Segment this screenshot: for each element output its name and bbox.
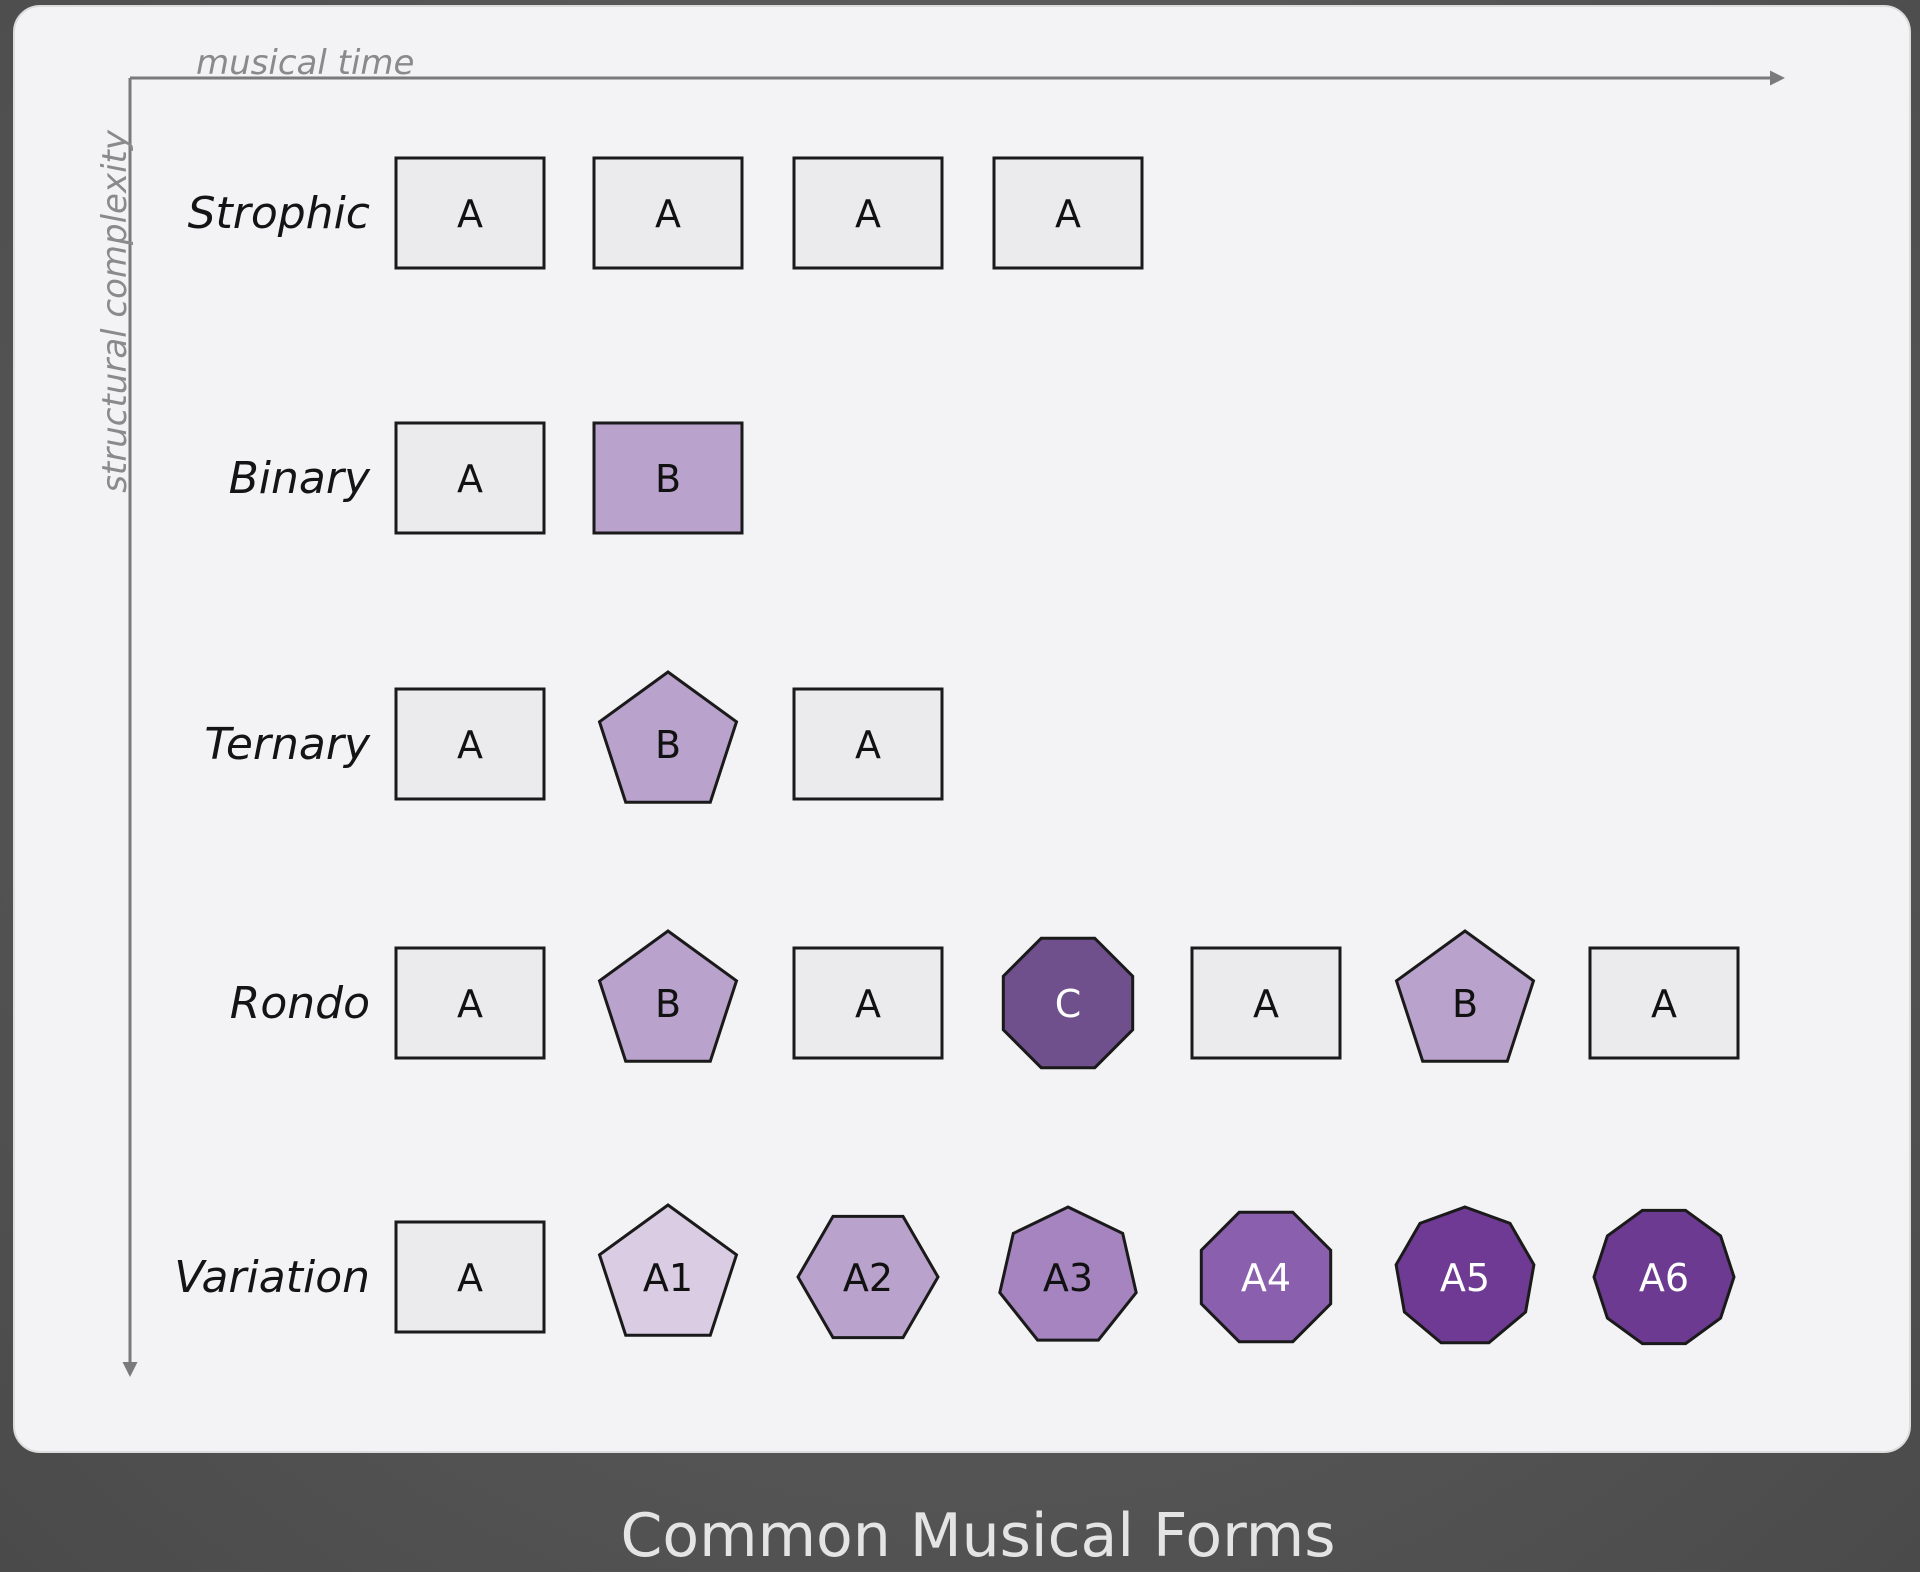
section-label: A [855,723,881,767]
section-rect-shape [394,946,546,1060]
section-heptagon-shape [998,1205,1138,1342]
section-label: A5 [1440,1256,1490,1300]
section-label: B [655,982,681,1026]
section-pentagon-shape [597,1203,739,1337]
section-label: B [655,723,681,767]
slide-caption: Common Musical Forms [621,1501,1336,1571]
section-rect-shape [592,156,744,270]
section-hexagon-shape [796,1214,940,1340]
form-row-strophic: Strophic A A A A [188,156,1144,270]
section-label: A [855,982,881,1026]
form-label: Rondo [230,978,370,1029]
section-pentagon-shape [1394,929,1536,1063]
complexity-axis-label: structural complexity [95,129,135,493]
section-label: A6 [1639,1256,1689,1300]
section-rect-shape [1190,946,1342,1060]
section-label: A1 [643,1256,693,1300]
section-label: A [457,723,483,767]
section-rect-shape [792,156,944,270]
form-row-variation: Variation A A1 A2 A3 A4 A5 A6 [174,1203,1736,1346]
section-label: C [1055,982,1082,1026]
section-label: B [1452,982,1478,1026]
section-octagon-shape [1001,936,1135,1070]
section-octagon-shape [1199,1210,1333,1344]
section-label: A4 [1241,1256,1291,1300]
section-rect-filled-shape [592,421,744,535]
section-decagon-shape [1592,1208,1736,1346]
section-label: A3 [1043,1256,1093,1300]
section-rect-shape [1588,946,1740,1060]
section-label: A [457,1256,483,1300]
section-label: A [1055,192,1081,236]
section-rect-shape [792,687,944,801]
section-rect-shape [394,421,546,535]
section-label: A [1253,982,1279,1026]
form-label: Variation [174,1252,370,1303]
section-pentagon-shape [597,670,739,804]
section-label: A [457,982,483,1026]
section-label: A [855,192,881,236]
time-axis-label: musical time [196,43,414,83]
section-label: A [457,457,483,501]
section-rect-shape [394,1220,546,1334]
form-label: Ternary [204,719,371,770]
form-row-ternary: Ternary A B A [204,670,944,804]
section-label: A [457,192,483,236]
section-nonagon-shape [1394,1205,1536,1345]
section-rect-shape [792,946,944,1060]
form-label: Binary [229,453,371,504]
section-label: A2 [843,1256,893,1300]
form-row-binary: Binary A B [229,421,744,535]
section-label: A [655,192,681,236]
section-rect-shape [394,156,546,270]
diagram-panel [13,5,1911,1453]
section-label: B [655,457,681,501]
section-rect-shape [394,687,546,801]
section-rect-shape [992,156,1144,270]
section-label: A [1651,982,1677,1026]
form-label: Strophic [188,188,370,239]
form-row-rondo: Rondo A B A C A B A [230,929,1740,1070]
section-pentagon-shape [597,929,739,1063]
